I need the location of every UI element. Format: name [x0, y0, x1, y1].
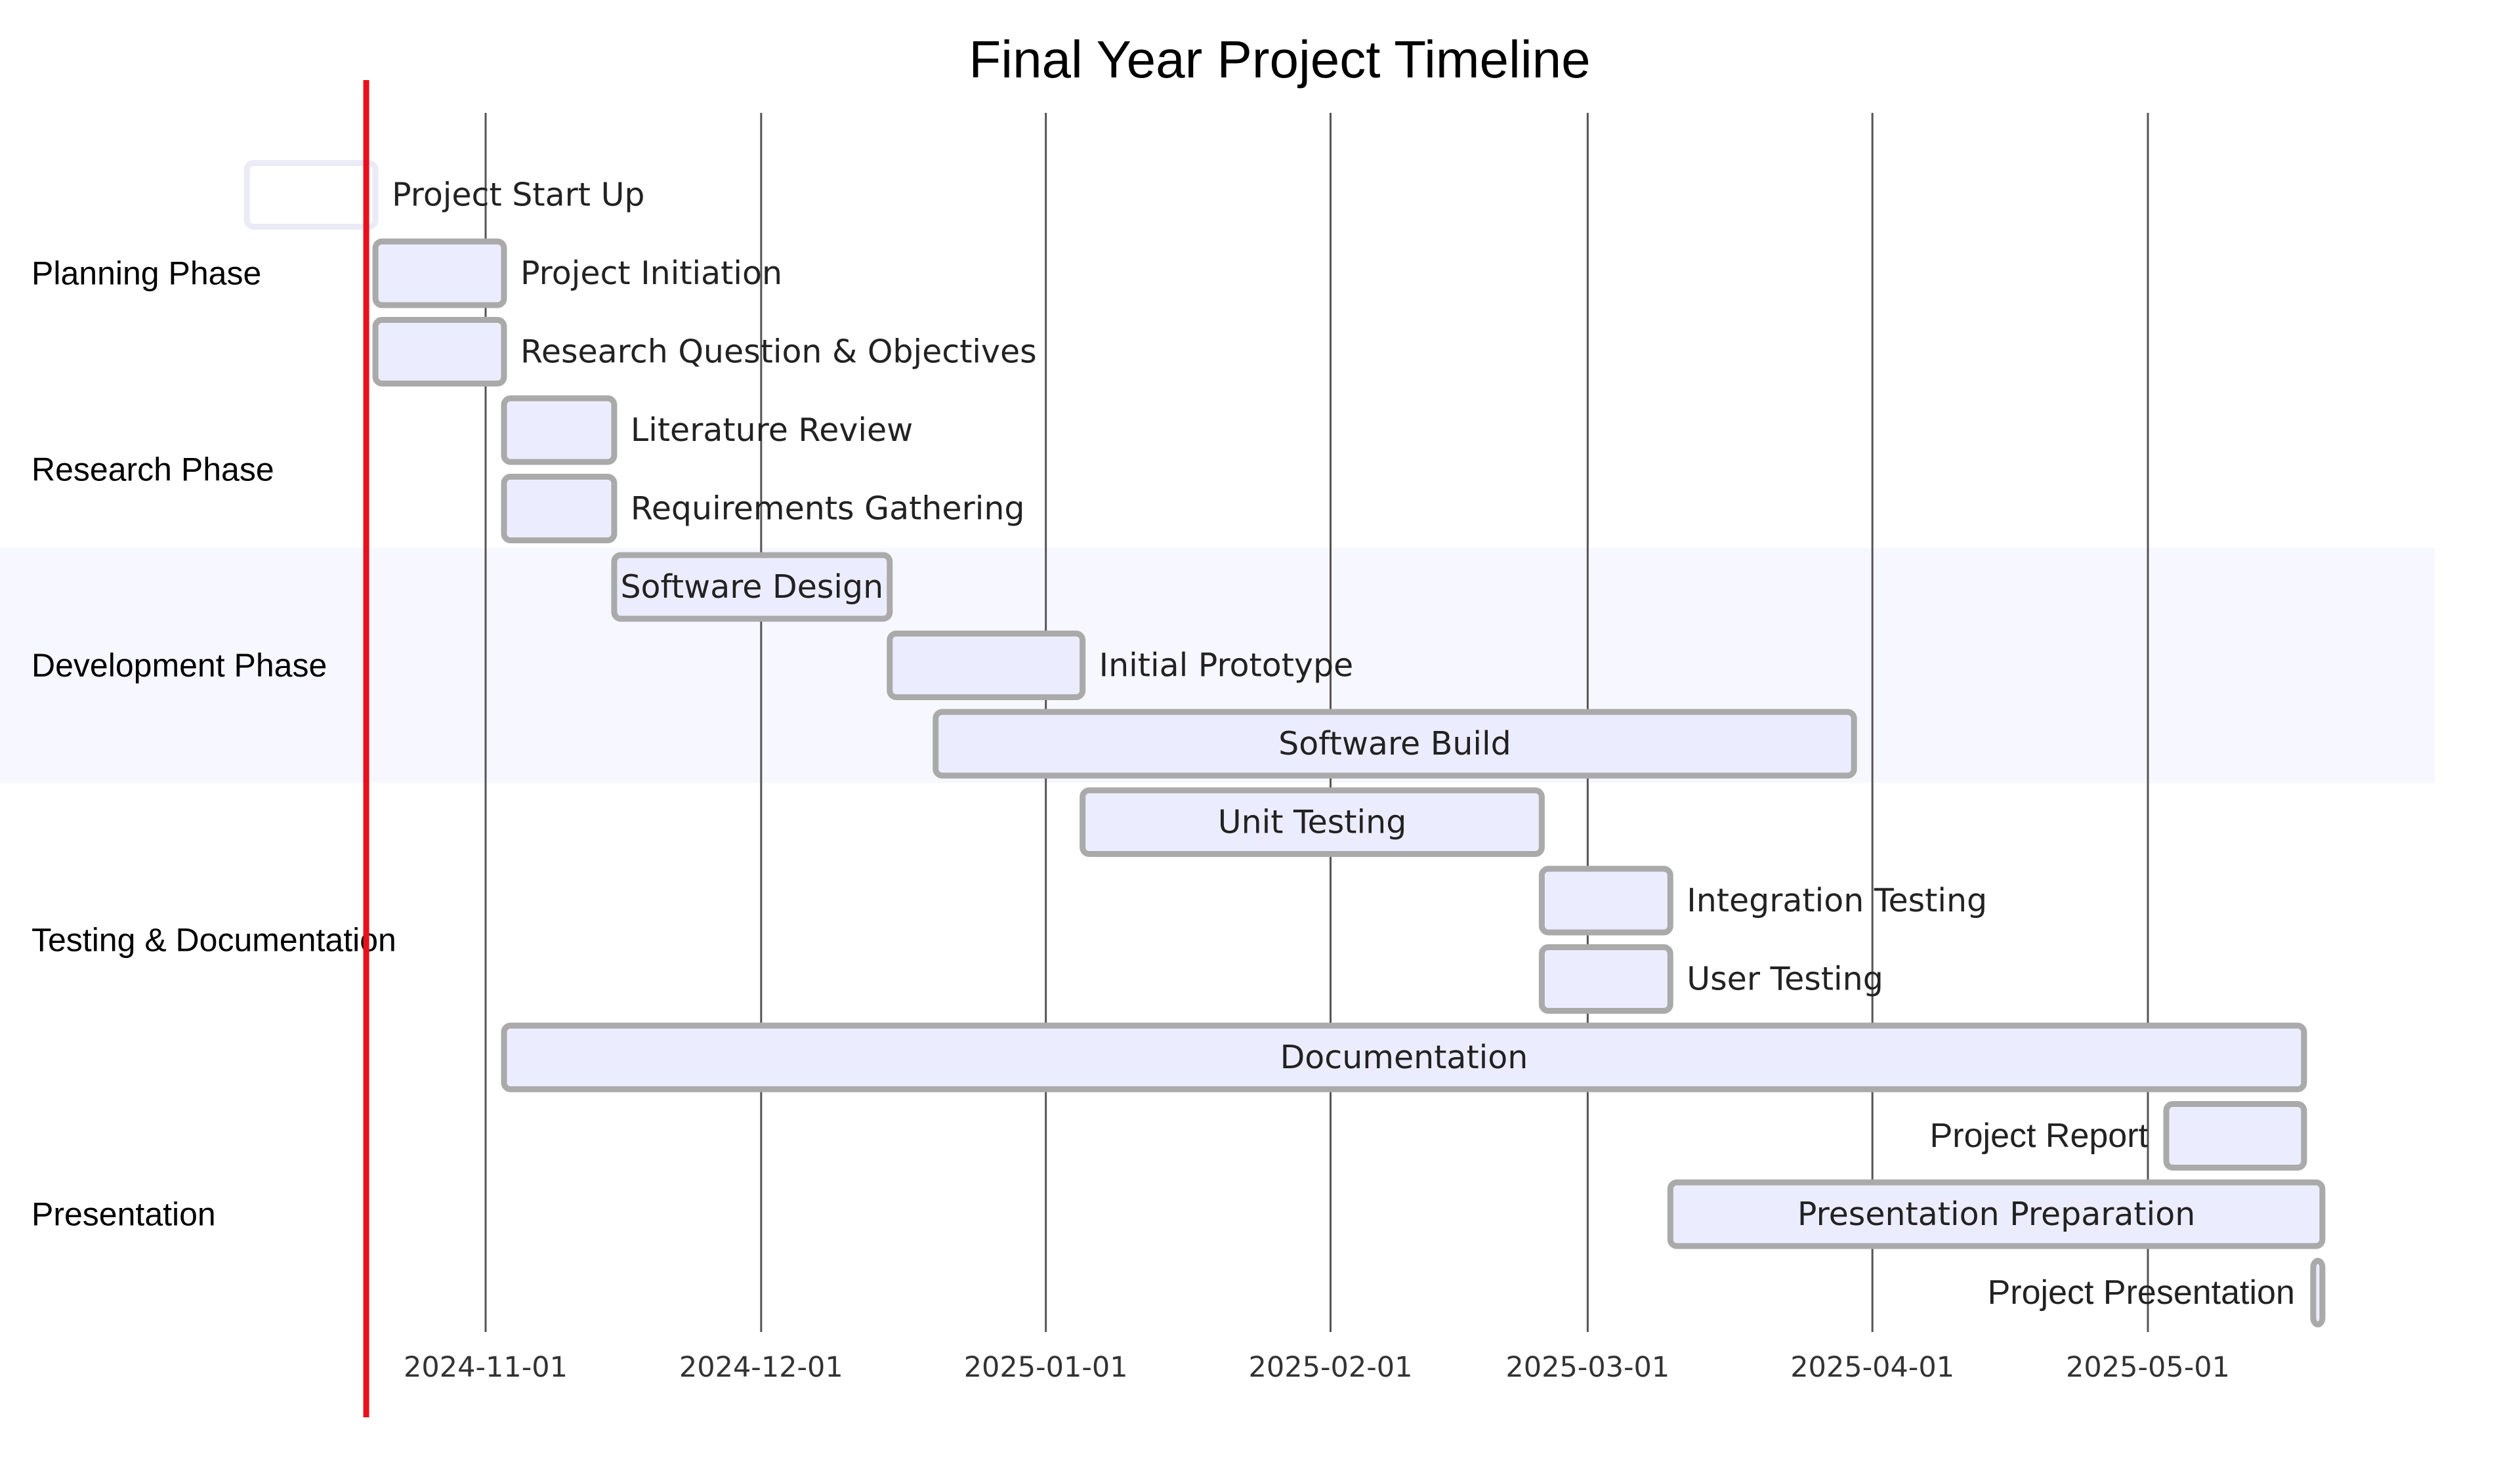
task-bar-unit-testing: [1080, 787, 1545, 857]
chart-title: Final Year Project Timeline: [969, 30, 1590, 89]
section-label-research-phase: Research Phase: [32, 451, 274, 488]
task-bar-literature-review: [501, 395, 618, 465]
tick-label-2025-02-01: 2025-02-01: [1249, 1351, 1413, 1384]
task-bar-initial-prototype: [887, 631, 1086, 700]
task-bar-project-report: [2163, 1101, 2307, 1171]
task-label-integration-testing: Integration Testing: [1687, 882, 1987, 919]
task-bar-requirements-gathering: [501, 474, 618, 543]
task-bar-research-question-and-objectives: [372, 317, 507, 386]
task-label-initial-prototype: Initial Prototype: [1099, 647, 1354, 684]
section-label-testing-and-documentation: Testing & Documentation: [32, 921, 396, 958]
task-bar-software-design: [611, 552, 893, 622]
task-label-literature-review: Literature Review: [631, 411, 913, 449]
task-label-project-initiation: Project Initiation: [520, 255, 782, 292]
date-tick-labels: 2024-11-01 2024-12-01 2025-01-01 2025-02-01…: [404, 1351, 2230, 1384]
task-label-research-question-and-objectives: Research Question & Objectives: [520, 333, 1037, 371]
section-label-planning-phase: Planning Phase: [32, 255, 261, 292]
task-label-software-design: Software Design: [620, 568, 883, 606]
section-label-presentation: Presentation: [32, 1196, 216, 1233]
task-label-project-presentation: Project Presentation: [1988, 1274, 2295, 1312]
task-label-user-testing: User Testing: [1687, 961, 1883, 998]
task-label-presentation-preparation: Presentation Preparation: [1797, 1196, 2195, 1233]
task-bar-documentation: [501, 1022, 2307, 1093]
task-label-project-report: Project Report: [1930, 1117, 2149, 1155]
task-bar-project-initiation: [372, 238, 507, 308]
task-bar-software-build: [933, 709, 1857, 779]
task-label-requirements-gathering: Requirements Gathering: [631, 490, 1025, 528]
task-bars: [243, 160, 2326, 1327]
tick-label-2025-03-01: 2025-03-01: [1505, 1351, 1670, 1384]
tick-label-2025-05-01: 2025-05-01: [2066, 1351, 2230, 1384]
task-label-documentation: Documentation: [1280, 1039, 1528, 1076]
task-bar-user-testing: [1538, 944, 1673, 1014]
tick-label-2024-12-01: 2024-12-01: [679, 1351, 843, 1384]
tick-label-2024-11-01: 2024-11-01: [404, 1351, 568, 1384]
tick-label-2025-04-01: 2025-04-01: [1790, 1351, 1954, 1384]
task-bar-project-start-up: [243, 160, 379, 230]
task-label-software-build: Software Build: [1278, 725, 1511, 762]
task-label-project-start-up: Project Start Up: [392, 177, 644, 214]
tick-label-2025-01-01: 2025-01-01: [964, 1351, 1128, 1384]
task-bar-presentation-preparation: [1667, 1179, 2326, 1249]
task-label-unit-testing: Unit Testing: [1218, 804, 1407, 841]
task-bar-project-presentation: [2310, 1258, 2326, 1327]
section-label-development-phase: Development Phase: [32, 647, 327, 684]
task-labels: Project Start Up Project InitiationResear…: [392, 177, 2295, 1312]
task-bar-integration-testing: [1538, 865, 1673, 936]
